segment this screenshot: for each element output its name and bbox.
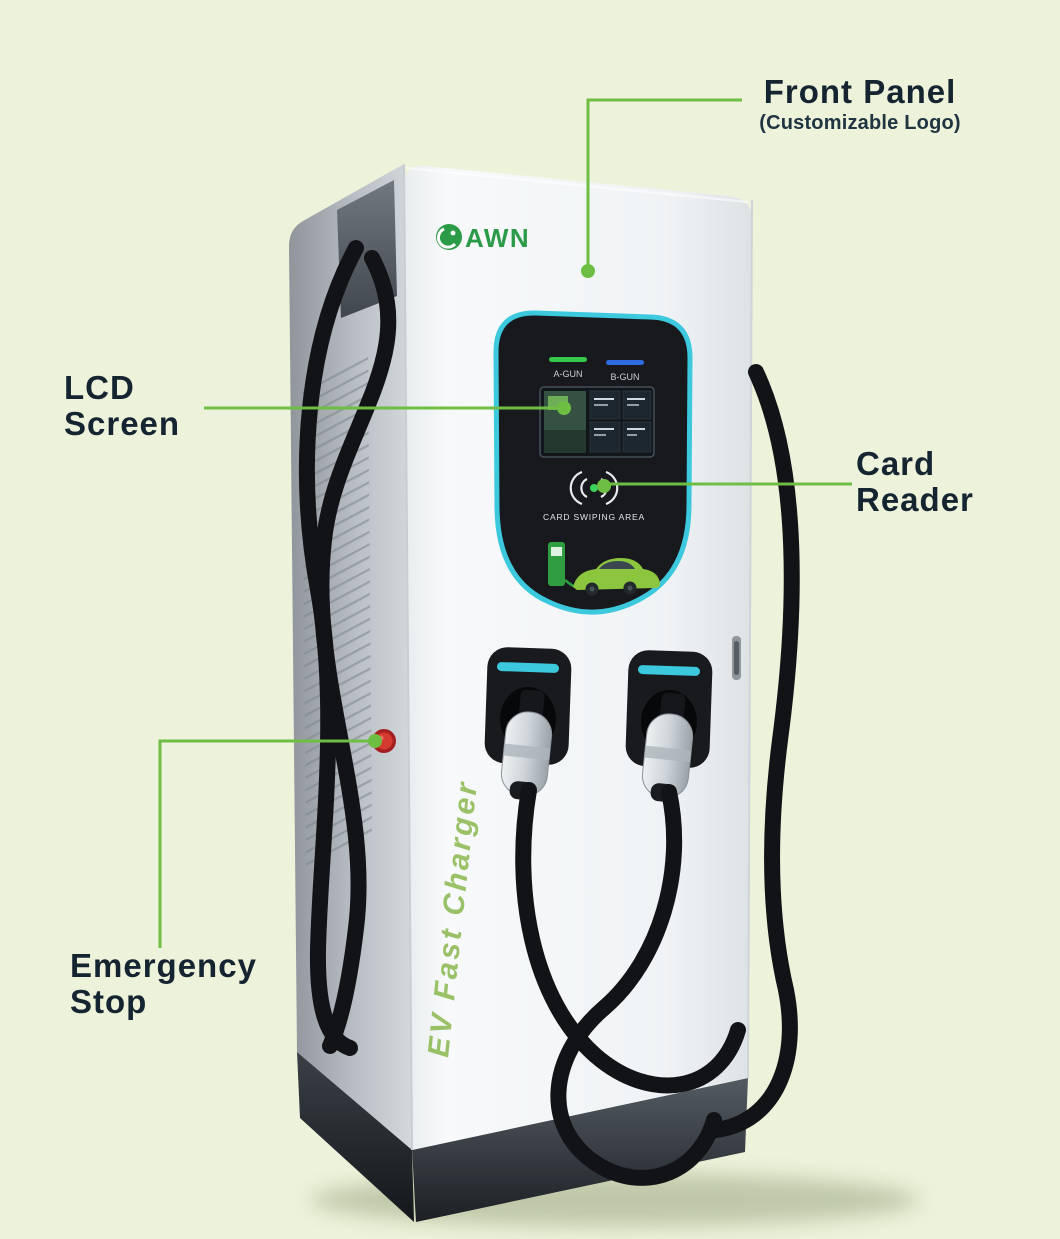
left-cables — [298, 240, 397, 1056]
gun-b-holster — [625, 650, 713, 803]
card-swiping-label: CARD SWIPING AREA — [543, 512, 645, 522]
contactless-icon — [569, 470, 619, 506]
card-reader-title-line1: Card — [856, 445, 936, 482]
door-lock — [732, 636, 741, 680]
gun-a-holster — [484, 647, 572, 801]
car-graphic — [573, 558, 661, 596]
gun-cables — [515, 364, 800, 1186]
dawn-logo-icon — [436, 224, 462, 250]
card-reader-callout — [597, 479, 852, 493]
front-panel-title: Front Panel — [763, 73, 957, 110]
emergency-stop-callout — [158, 734, 382, 948]
status-bar-a: A-GUN — [549, 357, 587, 379]
gun-b-connector — [641, 692, 694, 803]
screen-bezel: A-GUN B-GUN — [493, 310, 693, 615]
front-panel-callout — [581, 98, 742, 278]
right-cable — [708, 364, 800, 1138]
ventilation-grille — [302, 350, 372, 868]
gun-b-label: B-GUN — [611, 372, 640, 382]
front-panel-subtitle: (Customizable Logo) — [759, 112, 961, 135]
gun-a-label: A-GUN — [554, 369, 583, 379]
lcd-screen — [539, 386, 655, 458]
lcd-screen-title-line1: LCD — [64, 369, 135, 406]
brand-logo: AWN — [436, 223, 530, 253]
card-reader-label: Card Reader — [856, 445, 974, 519]
emergency-stop-label: Emergency Stop — [70, 947, 257, 1021]
card-reader-title-line2: Reader — [856, 481, 974, 519]
lcd-screen-title-line2: Screen — [64, 405, 181, 443]
emergency-stop-title-line1: Emergency — [70, 947, 257, 984]
lcd-screen-label: LCD Screen — [64, 369, 181, 443]
lcd-screen-callout — [204, 401, 571, 415]
card-reader-area: CARD SWIPING AREA — [543, 470, 645, 522]
gun-a-connector — [500, 689, 553, 801]
emergency-stop-title-line2: Stop — [70, 983, 148, 1021]
front-panel-label: Front Panel (Customizable Logo) — [744, 73, 976, 135]
status-bar-b: B-GUN — [606, 360, 644, 382]
brand-text: AWN — [465, 223, 530, 253]
